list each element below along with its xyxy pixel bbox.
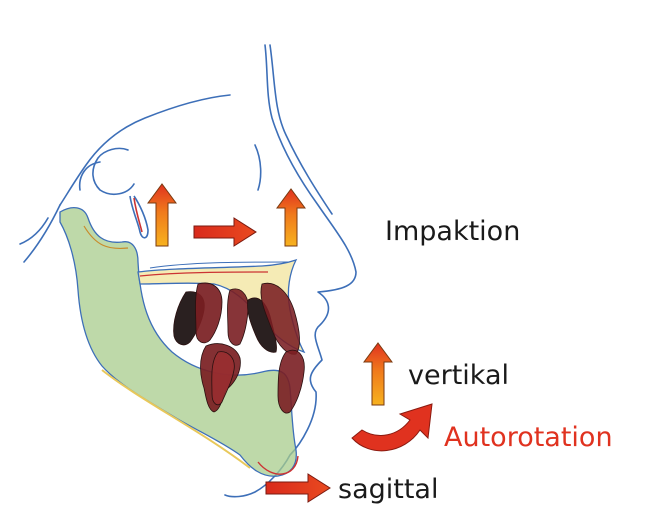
condyle [129, 195, 149, 239]
label-impaktion: Impaktion [385, 216, 521, 247]
impaction-arrow-anterior [276, 188, 306, 247]
label-vertikal: vertikal [408, 360, 509, 391]
teeth [173, 282, 305, 414]
autorotation-arrow [351, 403, 433, 452]
skull-outline [59, 94, 231, 206]
sagittal-arrow [265, 473, 331, 503]
label-autorotation: Autorotation [444, 422, 613, 453]
upper-premolar-dark [227, 288, 249, 346]
lower-incisor-dark [277, 349, 305, 414]
impaction-arrow-posterior [147, 183, 177, 247]
mandible [59, 207, 299, 477]
lower-premolar-dark [211, 351, 235, 406]
mandible-shape [59, 207, 297, 477]
vertical-arrow [363, 342, 393, 406]
upper-molar-dark [195, 282, 223, 344]
advancement-arrow-maxilla [193, 217, 257, 247]
label-sagittal: sagittal [338, 474, 439, 505]
